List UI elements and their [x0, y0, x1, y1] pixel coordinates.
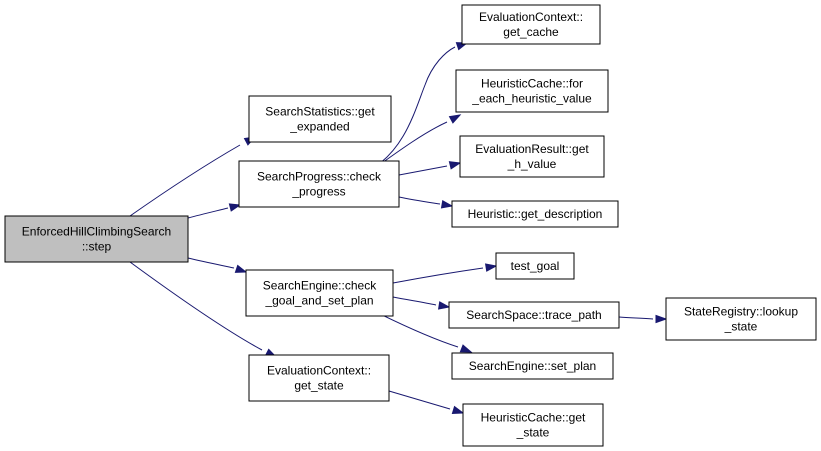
node-label-line: HeuristicCache::get [481, 411, 586, 425]
edge-se_cg-to-tg [392, 263, 498, 284]
node-sp-chk[interactable]: SearchProgress::check_progress [238, 160, 400, 208]
node-label-line: EvaluationContext:: [479, 10, 583, 24]
arrowhead [484, 263, 498, 272]
node-label-line: EnforcedHillClimbingSearch [22, 225, 171, 239]
arrowhead [234, 264, 248, 273]
edge-root-to-sp_chk [187, 203, 242, 219]
node-se-cg[interactable]: SearchEngine::check_goal_and_set_plan [245, 269, 394, 317]
node-box [448, 301, 620, 329]
edge-se_cg-to-ss_tp [392, 296, 451, 310]
node-box [4, 215, 189, 263]
edge-line [392, 296, 437, 306]
node-box [461, 4, 601, 45]
arrowhead [448, 161, 462, 170]
node-label-line: EvaluationResult::get [475, 142, 589, 156]
arrowhead [448, 114, 462, 124]
arrowhead [440, 200, 454, 209]
edge-line [369, 46, 456, 171]
node-sr-ls[interactable]: StateRegistry::lookup_state [665, 297, 817, 341]
edge-line [187, 207, 229, 219]
node-tg[interactable]: test_goal [495, 252, 575, 280]
edge-sp_chk-to-h_gd [398, 196, 454, 209]
edge-line [129, 261, 263, 351]
edge-root-to-se_cg [187, 257, 248, 273]
edge-line [398, 165, 448, 176]
node-box [459, 135, 605, 178]
edge-sp_chk-to-er_gh [398, 161, 462, 176]
node-label-line: _state [724, 320, 758, 334]
node-ss-exp[interactable]: SearchStatistics::get_expanded [248, 95, 392, 143]
node-box [462, 403, 604, 447]
edge-line [388, 390, 451, 410]
node-label-line: SearchProgress::check [257, 170, 382, 184]
arrowhead [459, 344, 473, 353]
node-label-line: HeuristicCache::for [481, 77, 583, 91]
node-hc-gs[interactable]: HeuristicCache::get_state [462, 403, 604, 447]
node-box [451, 352, 614, 380]
node-label-line: _each_heuristic_value [471, 92, 592, 106]
node-box [248, 354, 390, 402]
node-label-line: _expanded [289, 120, 349, 134]
edge-ss_tp-to-sr_ls [618, 314, 668, 324]
node-label-line: ::step [82, 240, 112, 254]
node-label-line: _progress [291, 185, 345, 199]
node-hc-fe[interactable]: HeuristicCache::for_each_heuristic_value [455, 69, 609, 113]
node-box [245, 269, 394, 317]
node-root[interactable]: EnforcedHillClimbingSearch::step [4, 215, 189, 263]
edge-ec_gs-to-hc_gs [388, 390, 465, 415]
edge-line [392, 267, 484, 284]
edge-line [187, 257, 235, 269]
edge-line [398, 196, 441, 205]
node-label-line: SearchEngine::check [263, 279, 377, 293]
node-label-line: StateRegistry::lookup [684, 305, 798, 319]
node-box [495, 252, 575, 280]
edge-line [618, 316, 654, 320]
node-box [451, 200, 619, 228]
node-label-line: get_state [294, 379, 344, 393]
node-box [248, 95, 392, 143]
node-label-line: SearchStatistics::get [265, 105, 375, 119]
node-ss-tp[interactable]: SearchSpace::trace_path [448, 301, 620, 329]
node-box [665, 297, 817, 341]
arrowhead [228, 203, 242, 212]
node-label-line: Heuristic::get_description [468, 207, 603, 221]
edge-line [129, 144, 241, 217]
node-label-line: EvaluationContext:: [267, 364, 371, 378]
node-label-line: _goal_and_set_plan [264, 294, 373, 308]
node-er-gh[interactable]: EvaluationResult::get_h_value [459, 135, 605, 178]
node-label-line: _h_value [507, 157, 557, 171]
node-label-line: SearchEngine::set_plan [469, 359, 596, 373]
node-label-line: test_goal [511, 259, 560, 273]
node-box [455, 69, 609, 113]
arrowhead [655, 314, 668, 324]
node-ec-gc[interactable]: EvaluationContext::get_cache [461, 4, 601, 45]
node-h-gd[interactable]: Heuristic::get_description [451, 200, 619, 228]
node-label-line: get_cache [503, 25, 559, 39]
node-label-line: _state [516, 426, 550, 440]
node-ec-gs[interactable]: EvaluationContext::get_state [248, 354, 390, 402]
arrowhead [451, 405, 465, 415]
node-label-line: SearchSpace::trace_path [466, 308, 601, 322]
node-se-sp[interactable]: SearchEngine::set_plan [451, 352, 614, 380]
arrowhead [437, 301, 451, 310]
nodes-layer: EnforcedHillClimbingSearch::step SearchSt… [4, 4, 817, 447]
node-box [238, 160, 400, 208]
